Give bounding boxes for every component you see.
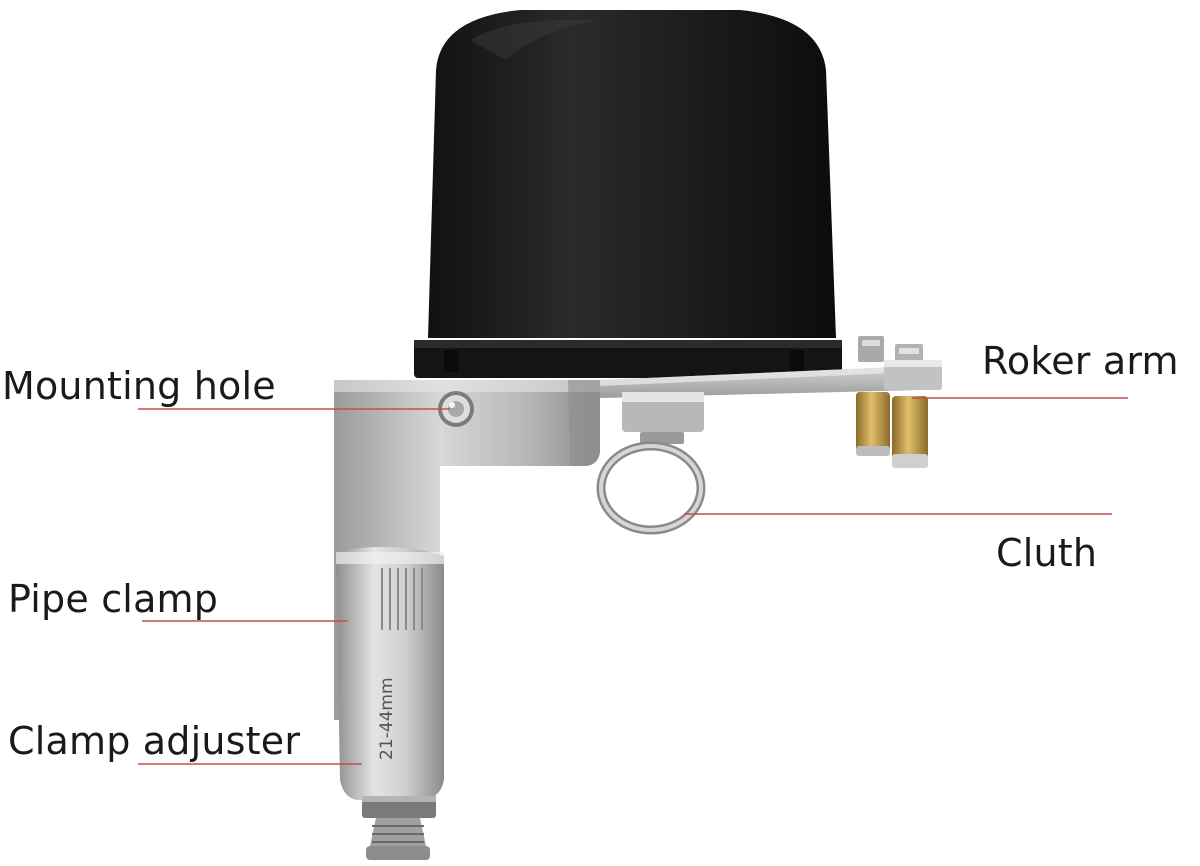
rocker-plate [600, 366, 920, 398]
label-pipe-clamp: Pipe clamp [8, 577, 219, 621]
rocker-arm-posts [856, 336, 942, 468]
clutch-ring [596, 392, 706, 535]
label-clamp-adjuster: Clamp adjuster [8, 719, 301, 763]
leader-lines [138, 397, 1128, 765]
label-mounting-hole: Mounting hole [2, 364, 276, 408]
pipe-clamp-band: 21-44mm [336, 546, 444, 800]
clamp-adjuster-screw [362, 796, 436, 860]
clamp-size-marking: 21-44mm [377, 677, 397, 760]
label-roker-arm: Roker arm [982, 339, 1179, 383]
label-cluth: Cluth [996, 531, 1098, 575]
mounting-hole-screw [438, 391, 474, 427]
motor-housing [414, 10, 842, 378]
